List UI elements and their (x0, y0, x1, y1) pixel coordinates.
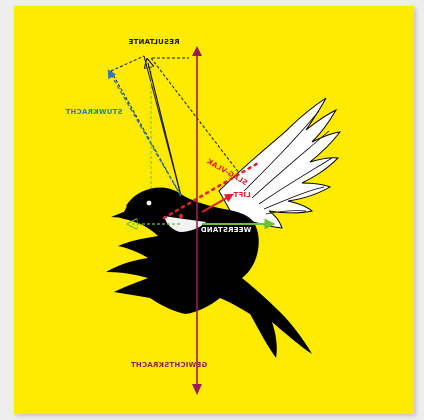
resultant-arrow (148, 63, 181, 196)
center-of-mass (179, 214, 183, 218)
thrust-label: STUWKRACHT (65, 108, 122, 116)
bird-beak (111, 211, 127, 218)
poster: RESULTANTE STUWKRACHT SLAG-VLAK LIFT WEE… (14, 6, 414, 414)
lift-label: LIFT (233, 191, 250, 199)
force-diagram: RESULTANTE STUWKRACHT SLAG-VLAK LIFT WEE… (14, 6, 414, 414)
bird-eye (147, 201, 152, 206)
weight-arrowhead-bottom (192, 384, 202, 395)
weight-arrowhead-top (192, 46, 202, 56)
white-wing (219, 98, 340, 228)
drag-label: WEERSTAND (201, 226, 252, 234)
thrust-arrow (110, 73, 181, 196)
weight-label: GEWICHTSKRACHT (131, 361, 207, 369)
resultant-label: RESULTANTE (128, 38, 179, 46)
